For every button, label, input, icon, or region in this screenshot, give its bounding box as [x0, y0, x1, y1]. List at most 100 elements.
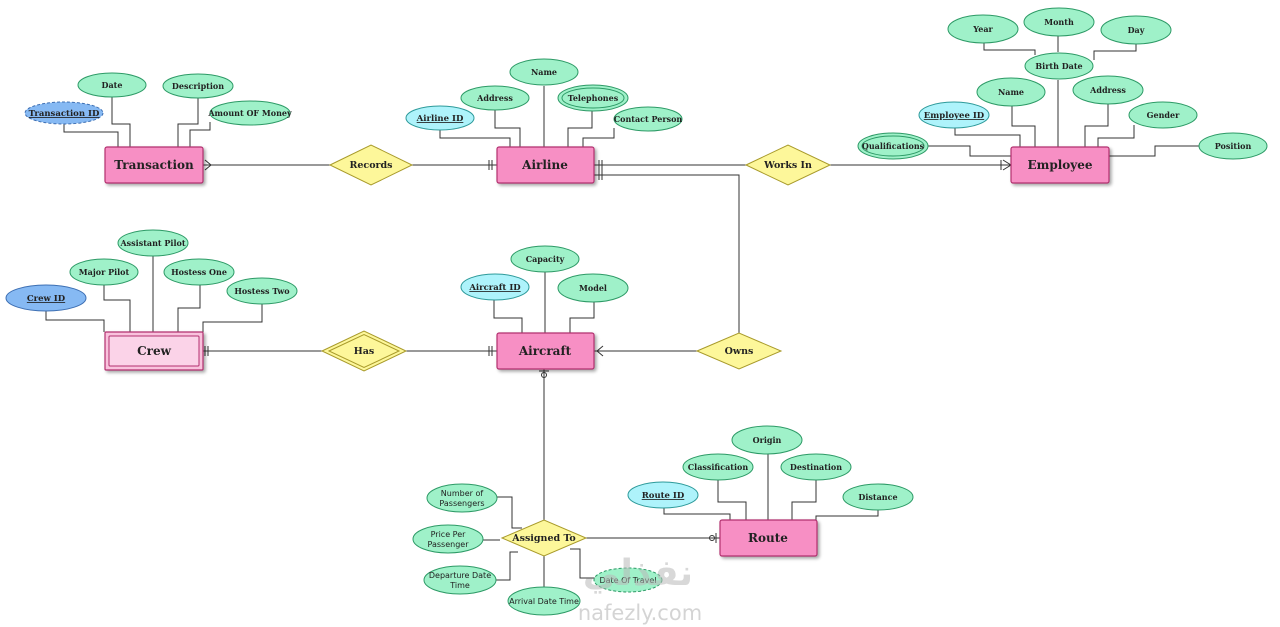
watermark-latin: nafezly.com — [578, 601, 702, 625]
attribute-hostess-two-label: Hostess Two — [234, 286, 290, 296]
attribute-airline-address-label: Address — [476, 93, 513, 103]
connectors — [45, 36, 1200, 588]
relationship-owns[interactable]: Owns — [695, 332, 783, 370]
attribute-price-line1: Price Per — [431, 530, 467, 539]
attribute-date-of-travel-label: Date Of Travel — [599, 576, 656, 585]
entity-aircraft[interactable]: Aircraft — [496, 332, 595, 370]
attribute-month[interactable]: Month — [1023, 7, 1095, 37]
attribute-date-label: Date — [102, 80, 123, 90]
entity-route-label: Route — [748, 531, 788, 545]
entity-transaction[interactable]: Transaction — [104, 146, 204, 184]
attribute-model[interactable]: Model — [557, 273, 629, 303]
attribute-transaction-id-label: Transaction ID — [29, 109, 100, 119]
watermark-arabic: نفذلي — [583, 553, 693, 594]
relationship-assigned-to-label: Assigned To — [511, 533, 576, 544]
attribute-origin-label: Origin — [753, 435, 782, 445]
attribute-amount-of-money[interactable]: Amount OF Money — [207, 100, 292, 126]
attribute-crew-id[interactable]: Crew ID — [5, 284, 87, 312]
attribute-capacity[interactable]: Capacity — [510, 245, 580, 273]
relationship-works-in[interactable]: Works In — [744, 144, 832, 186]
attribute-qualifications-label: Qualifications — [862, 141, 925, 151]
attribute-model-label: Model — [579, 283, 607, 293]
attribute-arrival-date-time[interactable]: Arrival Date Time — [507, 586, 581, 616]
attribute-hostess-one-label: Hostess One — [171, 267, 227, 277]
attribute-gender[interactable]: Gender — [1128, 101, 1198, 129]
attribute-crew-id-label: Crew ID — [27, 294, 66, 304]
entity-airline-label: Airline — [521, 158, 568, 172]
attribute-airline-id-label: Airline ID — [416, 114, 464, 124]
relationship-records-label: Records — [349, 160, 392, 171]
attribute-day[interactable]: Day — [1100, 15, 1172, 45]
attribute-qualifications[interactable]: Qualifications — [857, 132, 929, 160]
relationship-works-in-label: Works In — [763, 160, 812, 171]
attribute-position-label: Position — [1215, 141, 1252, 151]
attribute-employee-address[interactable]: Address — [1072, 75, 1144, 105]
entity-employee-label: Employee — [1027, 158, 1092, 172]
relationship-owns-label: Owns — [725, 346, 754, 357]
attribute-arrival-label: Arrival Date Time — [509, 597, 579, 606]
attribute-telephones[interactable]: Telephones — [557, 84, 629, 112]
attribute-origin[interactable]: Origin — [731, 425, 803, 455]
attribute-route-id-label: Route ID — [642, 491, 685, 501]
attribute-transaction-id[interactable]: Transaction ID — [24, 101, 104, 125]
attribute-birth-date-label: Birth Date — [1035, 61, 1082, 71]
attribute-gender-label: Gender — [1147, 110, 1180, 120]
entity-crew-label: Crew — [137, 344, 172, 358]
attribute-month-label: Month — [1044, 17, 1074, 27]
attribute-amount-label: Amount OF Money — [207, 108, 292, 118]
attribute-passengers-line2: Passengers — [439, 499, 484, 508]
entity-employee[interactable]: Employee — [1010, 146, 1110, 184]
attribute-destination[interactable]: Destination — [780, 453, 852, 481]
attribute-day-label: Day — [1128, 25, 1145, 35]
entity-crew[interactable]: Crew — [104, 331, 204, 371]
attribute-year-label: Year — [972, 24, 993, 34]
attribute-contact-person[interactable]: Contact Person — [613, 106, 683, 132]
attribute-employee-address-label: Address — [1089, 85, 1126, 95]
attribute-assistant-pilot[interactable]: Assistant Pilot — [117, 229, 189, 257]
watermark: نفذلي nafezly.com — [578, 553, 702, 625]
attribute-distance-label: Distance — [858, 492, 897, 502]
attribute-route-id[interactable]: Route ID — [627, 481, 699, 509]
attribute-date-of-travel[interactable]: Date Of Travel — [593, 567, 663, 593]
relationship-assigned-to[interactable]: Assigned To — [500, 519, 588, 557]
entity-airline[interactable]: Airline — [496, 146, 595, 184]
attribute-hostess-one[interactable]: Hostess One — [163, 258, 235, 286]
attribute-hostess-two[interactable]: Hostess Two — [226, 277, 298, 305]
attribute-airline-name[interactable]: Name — [509, 58, 579, 86]
attribute-classification[interactable]: Classification — [682, 453, 754, 481]
relationship-has[interactable]: Has — [320, 330, 408, 372]
attribute-departure-line2: Time — [449, 581, 470, 590]
entity-aircraft-label: Aircraft — [518, 344, 572, 358]
relationship-records[interactable]: Records — [328, 144, 414, 186]
attribute-description[interactable]: Description — [162, 73, 234, 99]
attribute-aircraft-id-label: Aircraft ID — [468, 283, 521, 293]
attribute-airline-address[interactable]: Address — [460, 85, 530, 111]
attribute-airline-id[interactable]: Airline ID — [405, 105, 475, 131]
attribute-major-pilot-label: Major Pilot — [79, 267, 130, 277]
attribute-price-per-passenger[interactable]: Price Per Passenger — [412, 524, 484, 554]
attribute-airline-name-label: Name — [531, 67, 557, 77]
entity-transaction-label: Transaction — [114, 158, 194, 172]
attribute-distance[interactable]: Distance — [842, 483, 914, 511]
attribute-employee-id-label: Employee ID — [924, 111, 985, 121]
attribute-contact-person-label: Contact Person — [614, 114, 683, 124]
attribute-major-pilot[interactable]: Major Pilot — [69, 258, 139, 286]
attribute-date[interactable]: Date — [77, 72, 147, 98]
attribute-departure-date-time[interactable]: Departure Date Time — [423, 565, 497, 595]
attribute-departure-line1: Departure Date — [429, 571, 491, 580]
attribute-number-of-passengers[interactable]: Number of Passengers — [426, 483, 498, 513]
attribute-assistant-pilot-label: Assistant Pilot — [119, 238, 185, 248]
attribute-employee-name-label: Name — [998, 87, 1024, 97]
attribute-destination-label: Destination — [790, 462, 842, 472]
attribute-birth-date[interactable]: Birth Date — [1024, 52, 1094, 80]
attribute-employee-name[interactable]: Name — [976, 77, 1046, 107]
attribute-telephones-label: Telephones — [568, 93, 619, 103]
attribute-position[interactable]: Position — [1198, 132, 1268, 160]
attribute-description-label: Description — [172, 81, 224, 91]
entity-route[interactable]: Route — [719, 519, 818, 557]
attribute-price-line2: Passenger — [428, 540, 470, 549]
attribute-aircraft-id[interactable]: Aircraft ID — [460, 273, 530, 301]
attribute-year[interactable]: Year — [947, 14, 1019, 44]
attribute-employee-id[interactable]: Employee ID — [918, 101, 990, 129]
